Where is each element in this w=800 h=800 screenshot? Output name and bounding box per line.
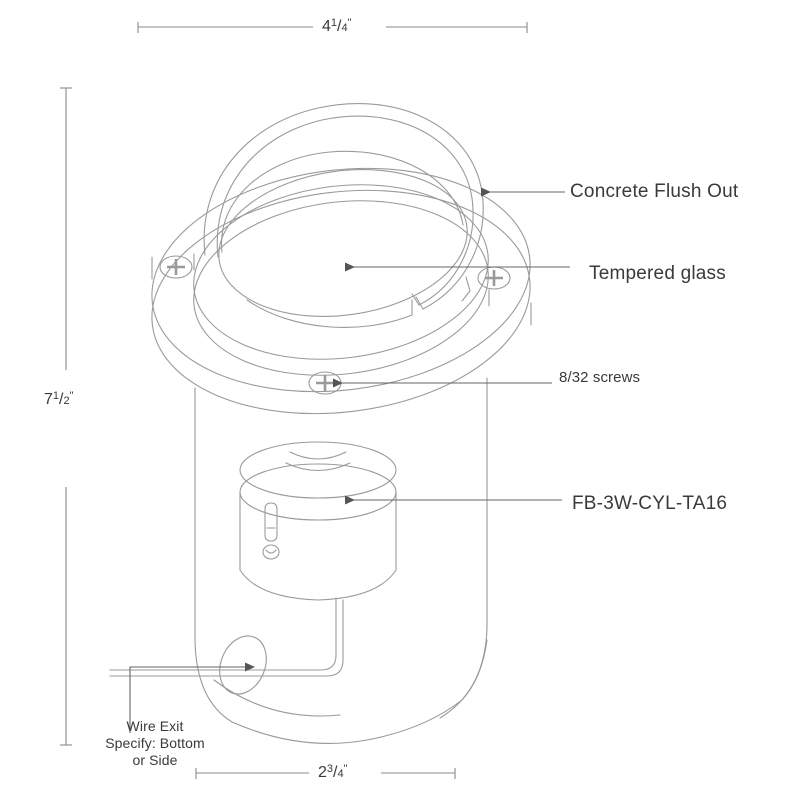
dimension-bottom-label: 23/4" xyxy=(318,763,348,781)
leader-lines xyxy=(129,187,570,733)
screw-right xyxy=(477,266,511,290)
tempered-glass-ring xyxy=(203,103,484,328)
outer-flange xyxy=(151,167,532,415)
lamp-module xyxy=(239,441,397,601)
callout-concrete-flush-out: Concrete Flush Out xyxy=(570,181,739,202)
leader-wire-exit xyxy=(129,662,255,733)
fixture-geometry xyxy=(109,103,532,744)
callout-model: FB-3W-CYL-TA16 xyxy=(572,493,728,514)
callout-wire-exit: Wire Exit Specify: Bottom or Side xyxy=(85,718,225,769)
dimension-lines xyxy=(60,22,528,779)
dimension-bottom xyxy=(195,768,456,779)
callout-tempered-glass: Tempered glass xyxy=(589,263,726,284)
dimension-left-label: 71/2" xyxy=(44,390,74,408)
callout-screws: 8/32 screws xyxy=(559,369,641,386)
wire-exit-line-2: Specify: Bottom xyxy=(105,735,205,752)
dimension-top-label: 41/4" xyxy=(322,17,352,35)
wire-exit-line-3: or Side xyxy=(132,752,178,769)
housing-body xyxy=(194,377,488,744)
dimension-left xyxy=(60,87,72,746)
dimension-top xyxy=(137,22,528,33)
screw-left xyxy=(159,255,193,279)
inner-recess-ring xyxy=(193,184,490,376)
wire-exit-line-1: Wire Exit xyxy=(126,718,184,734)
wire-lead xyxy=(109,597,344,695)
